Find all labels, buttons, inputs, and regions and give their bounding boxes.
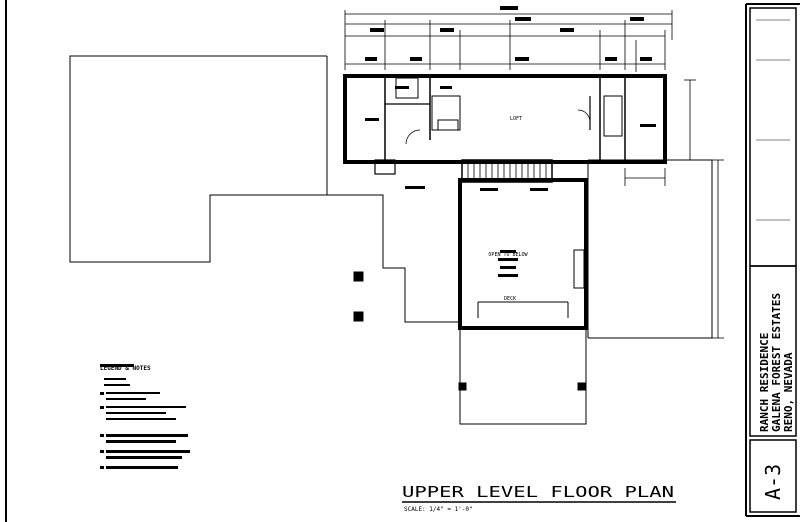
dimension-text-blocks — [365, 6, 656, 191]
room-label-deck: DECK — [504, 296, 516, 302]
sheet-border — [5, 0, 800, 522]
legend-notes — [100, 364, 190, 469]
main-floor-outline — [69, 55, 713, 339]
dimension-lines — [344, 10, 724, 339]
title-block-line1: RANCH RESIDENCE — [758, 333, 771, 432]
drawing-scale-note: SCALE: 1/4" = 1'-0" — [404, 506, 473, 513]
sheet-number: A-3 — [761, 464, 785, 500]
title-block-line3: RENO, NEVADA — [782, 352, 795, 432]
room-label-loft: LOFT — [510, 116, 522, 122]
upper-level-walls — [343, 74, 667, 175]
title-block-line2: GALENA FOREST ESTATES — [770, 293, 783, 432]
open-to-below-text-marks — [498, 250, 518, 277]
title-block — [749, 7, 797, 513]
drawing-title: UPPER LEVEL FLOOR PLAN — [402, 483, 674, 501]
legend-title: LEGEND & NOTES — [100, 365, 151, 372]
covered-deck — [458, 327, 587, 425]
room-label-open-to-below: OPEN TO BELOW — [488, 252, 528, 258]
